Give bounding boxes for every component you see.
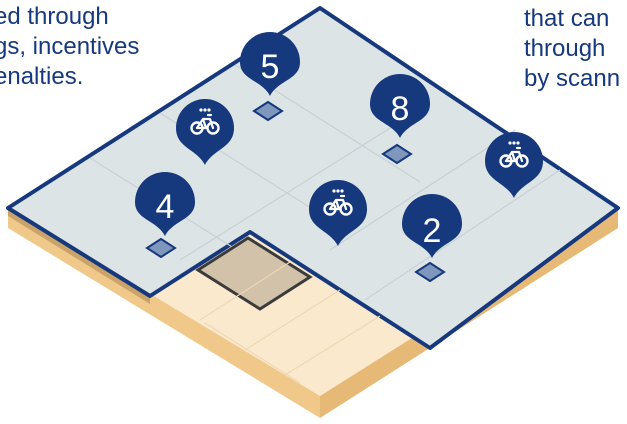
marker-8-label: 8: [391, 90, 410, 128]
marker-5-label: 5: [261, 48, 280, 86]
marker-4-label: 4: [156, 188, 175, 226]
marker-2-label: 2: [423, 212, 442, 250]
